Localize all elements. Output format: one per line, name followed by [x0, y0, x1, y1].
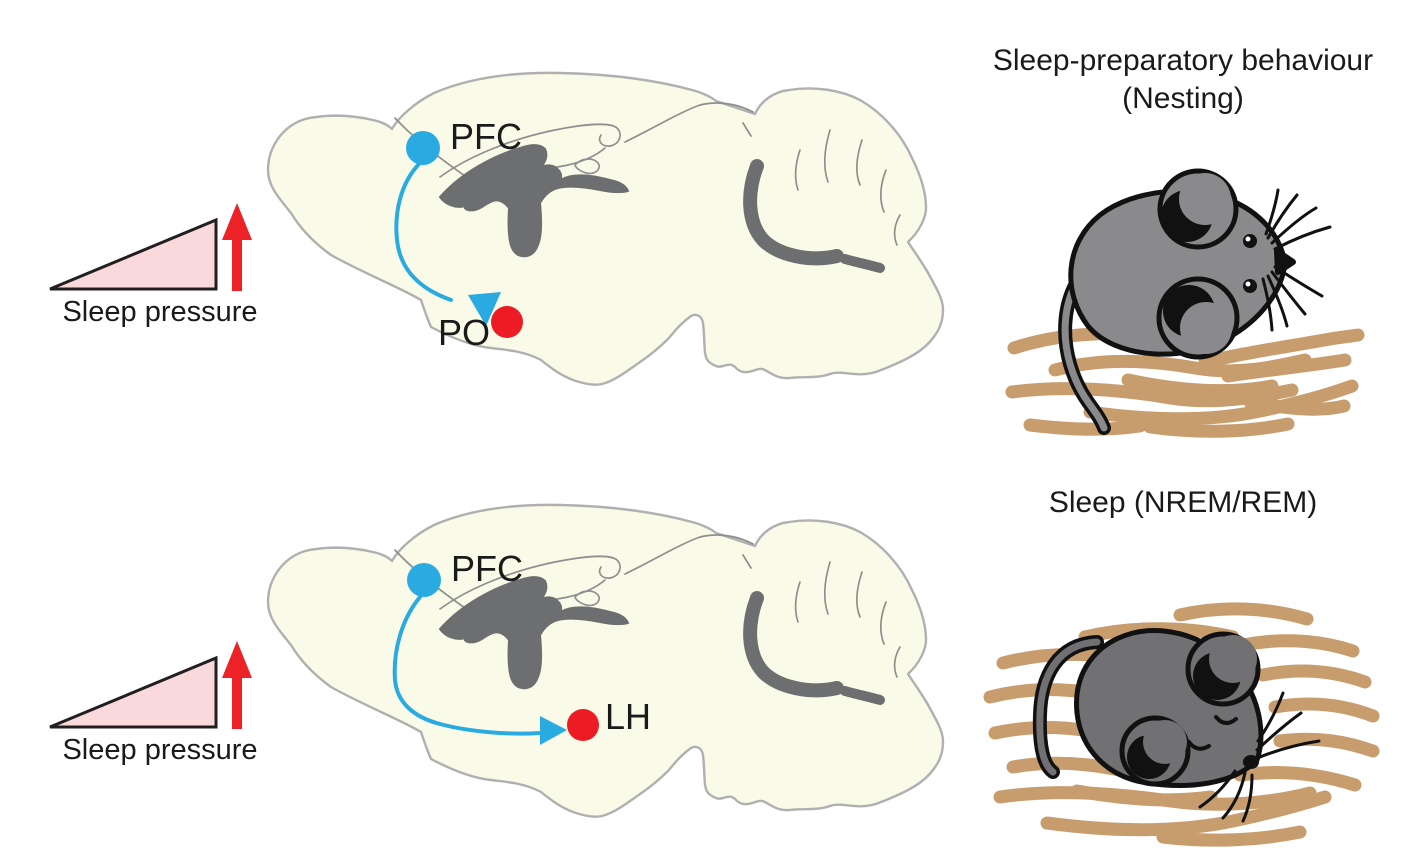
pfc-node-dot [407, 563, 441, 597]
pfc-node-dot [406, 131, 440, 165]
mouse-nose [1274, 248, 1296, 275]
sleeping-mouse-illustration [983, 602, 1380, 847]
sleep-pressure-label-top: Sleep pressure [62, 296, 258, 328]
sleep-pressure-triangle [49, 655, 218, 729]
mouse-ear-upper [1157, 168, 1239, 250]
mouse-tail [1032, 635, 1104, 779]
brain-diagram-top [255, 70, 945, 415]
mouse-ear-upper [1185, 631, 1261, 707]
sleep-pressure-label-bottom: Sleep pressure [62, 734, 258, 766]
po-label: PO [438, 312, 491, 353]
up-arrow-icon [222, 641, 252, 729]
projection-arrowhead-icon [468, 292, 501, 326]
pfc-to-po-projection [394, 131, 523, 338]
bottom-panel-caption: Sleep (NREM/REM) [958, 484, 1406, 522]
nesting-mouse-illustration [1005, 168, 1365, 438]
po-node-dot [491, 306, 523, 338]
sleep-pressure-triangle [49, 217, 218, 291]
pfc-label-bottom: PFC [451, 548, 523, 589]
sleep-pressure-glyph-top [49, 203, 252, 291]
mouse-ear-lower [1156, 276, 1240, 360]
lh-node-dot [567, 709, 599, 741]
mouse-ear-lower [1119, 715, 1191, 787]
up-arrow-icon [222, 203, 252, 291]
mouse-whiskers [1198, 691, 1321, 823]
pfc-to-lh-projection [392, 563, 599, 745]
top-caption-line1: Sleep-preparatory behaviour [992, 44, 1374, 77]
bottom-caption-line1: Sleep (NREM/REM) [1048, 486, 1318, 519]
mouse-closed-eyes [1187, 715, 1238, 751]
mouse-whiskers [1261, 188, 1332, 332]
brain-diagram-bottom [255, 502, 945, 847]
projection-path [392, 595, 542, 736]
projection-path [394, 162, 453, 302]
nest-material [1005, 327, 1365, 438]
sleep-pressure-glyph-bottom [49, 641, 252, 729]
lh-label: LH [605, 696, 652, 737]
top-caption-line2: (Nesting) [1122, 82, 1244, 115]
mouse-nose [1243, 755, 1259, 769]
projection-arrowhead-icon [540, 716, 567, 745]
mouse-eyes [1243, 234, 1257, 293]
top-panel-caption: Sleep-preparatory behaviour (Nesting) [958, 42, 1406, 118]
pfc-label-top: PFC [450, 116, 522, 157]
